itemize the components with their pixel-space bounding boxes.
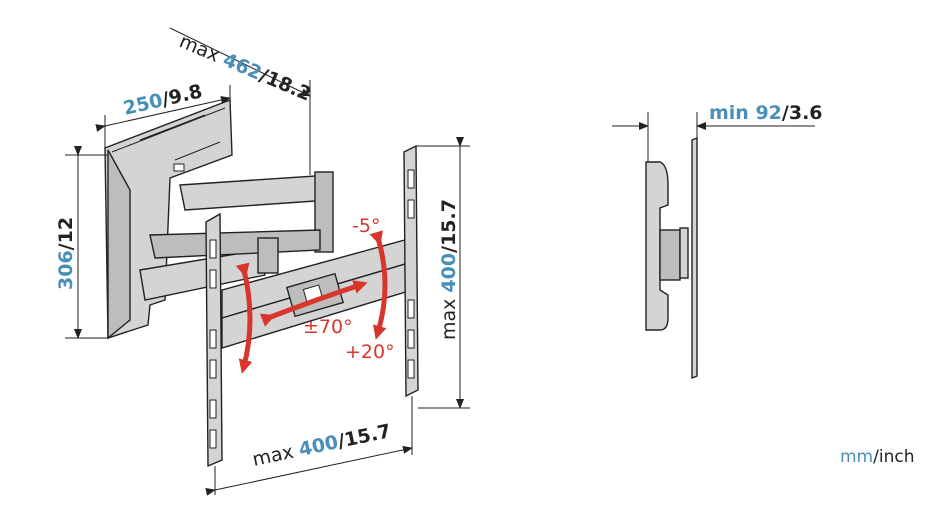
middle-arm — [149, 229, 321, 259]
units-legend: mm/inch — [840, 447, 914, 467]
side-arm — [659, 229, 681, 281]
side-wall-plate — [645, 161, 669, 331]
swivel-angle: ±70° — [303, 316, 353, 338]
tilt-arrow-right — [369, 230, 388, 340]
wall-distance-label: min 92/3.6 — [709, 102, 823, 124]
dimension-lines — [65, 27, 815, 496]
side-tv-rail — [691, 136, 698, 380]
tilt-up-angle: -5° — [352, 215, 380, 237]
tilt-down-angle: +20° — [345, 341, 395, 363]
vesa-horizontal-label: max 400/15.7 — [250, 420, 392, 471]
wall-plate-height-label: 306/12 — [55, 217, 77, 290]
mount-side-view — [645, 136, 698, 380]
side-tilt-head — [679, 227, 689, 279]
tilt-bracket — [257, 237, 279, 274]
vesa-vertical-label: max 400/15.7 — [438, 199, 460, 340]
tilt-arrow-left — [235, 262, 253, 374]
wall-plate-side — [107, 149, 131, 340]
upper-arm — [179, 174, 331, 211]
swivel-arrow — [259, 280, 368, 327]
mount-front-view — [104, 98, 419, 468]
logo-badge — [173, 163, 185, 172]
